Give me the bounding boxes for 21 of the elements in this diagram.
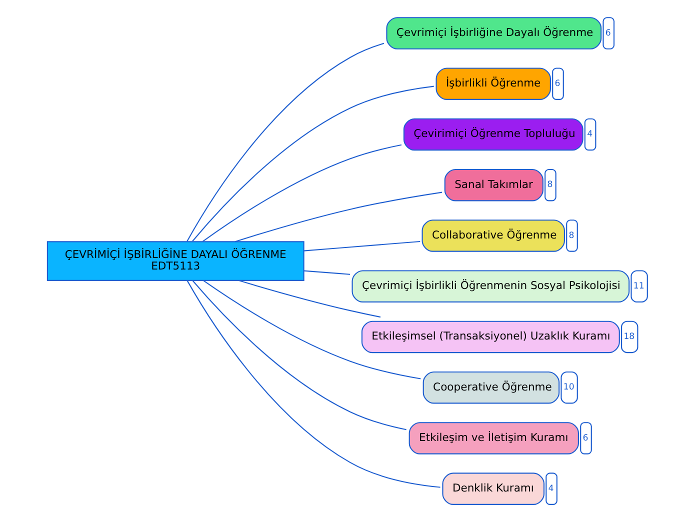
node-label: 4	[548, 483, 554, 494]
connector	[303, 270, 350, 274]
connector	[202, 144, 402, 242]
connector	[186, 280, 440, 488]
node-label: 8	[546, 180, 552, 190]
node-label: 6	[554, 78, 560, 88]
node-label: 6	[582, 432, 588, 443]
connector	[186, 42, 384, 242]
connector	[202, 280, 420, 379]
connector	[238, 280, 380, 318]
connector	[303, 240, 420, 251]
node-box: ÇEVRİMİÇİ İŞBİRLİĞİNE DAYALI ÖĞRENME EDT5113	[46, 240, 304, 280]
node-label: 10	[562, 382, 574, 392]
connector	[192, 85, 434, 242]
node-label: 11	[632, 280, 644, 291]
node-label: 18	[623, 332, 634, 342]
node-label: 6	[604, 28, 610, 38]
node-label: 8	[568, 230, 574, 240]
node-label: 4	[586, 129, 592, 140]
connector	[192, 280, 406, 430]
connector	[234, 191, 442, 242]
